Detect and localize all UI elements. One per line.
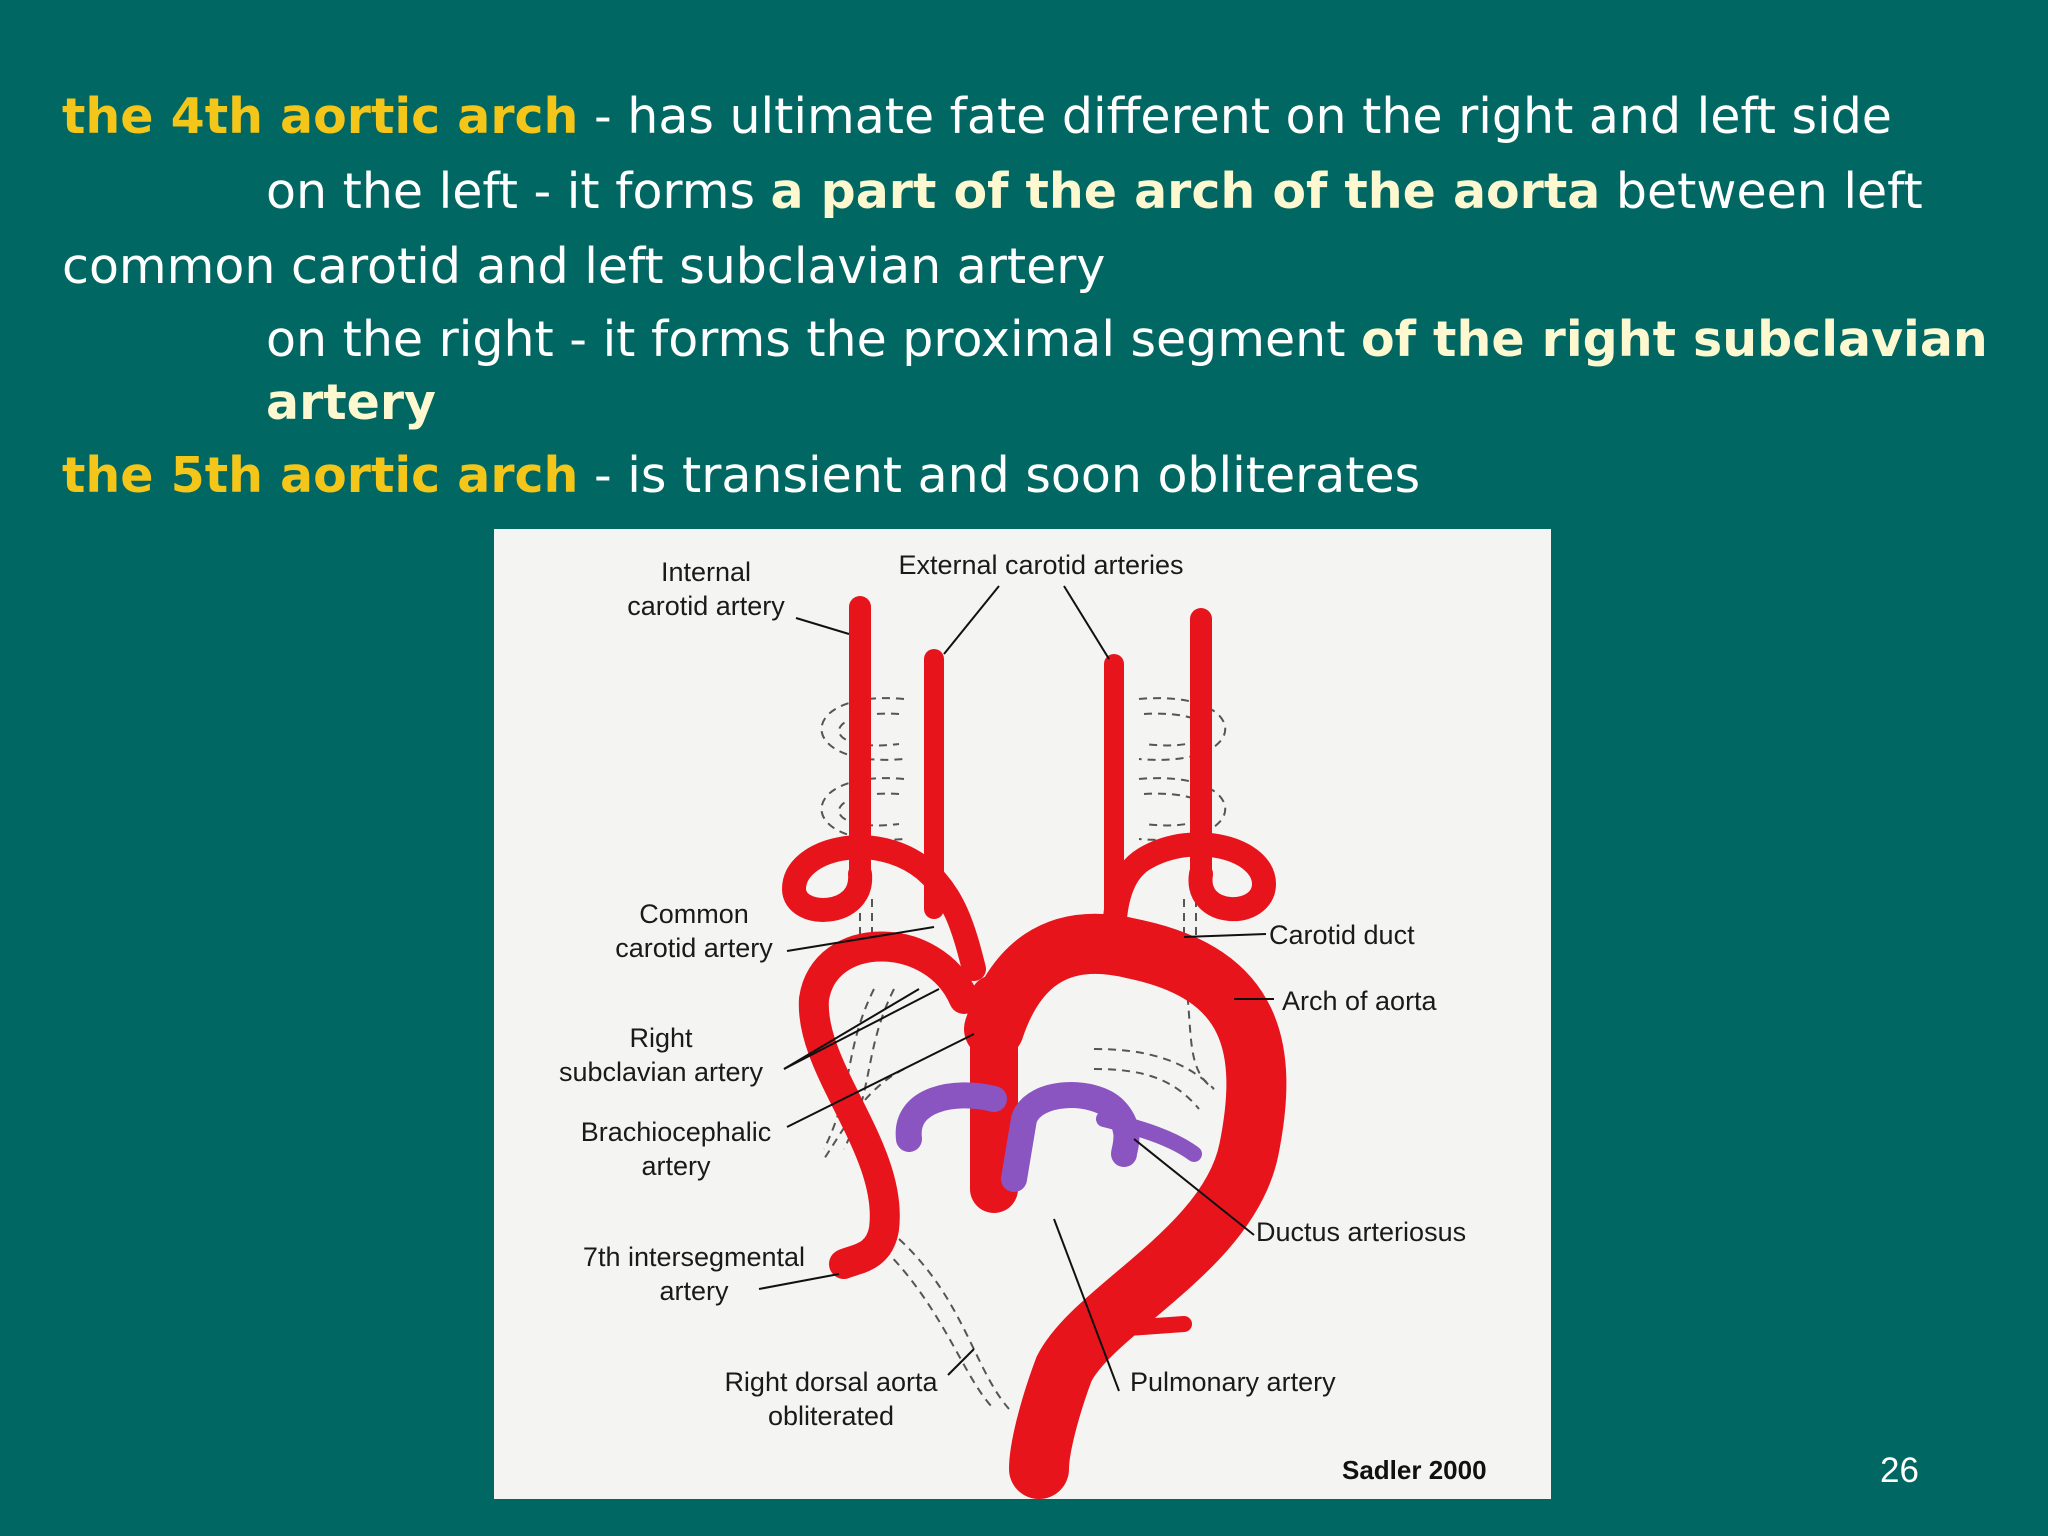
label-right-subclavian-1: Right: [629, 1023, 693, 1053]
label-arch-of-aorta: Arch of aorta: [1282, 986, 1438, 1016]
label-common-carotid-1: Common: [639, 899, 749, 929]
label-brachiocephalic-2: artery: [641, 1151, 711, 1181]
text-line-left-continued: common carotid and left subclavian arter…: [62, 238, 1106, 295]
text-right-bold: of the right subclavian: [1361, 311, 1988, 368]
text-4th-arch-desc: - has ultimate fate different on the rig…: [578, 88, 1892, 145]
aortic-arch-illustration: Internal carotid artery External carotid…: [559, 550, 1487, 1499]
text-right-pre: on the right - it forms the proximal seg…: [266, 311, 1362, 368]
text-line-left-side: on the left - it forms a part of the arc…: [266, 161, 1923, 223]
label-common-carotid-2: carotid artery: [615, 933, 773, 963]
label-right-dorsal-2: obliterated: [768, 1401, 894, 1431]
label-intersegmental-1: 7th intersegmental: [583, 1242, 805, 1272]
label-carotid-duct: Carotid duct: [1269, 920, 1415, 950]
label-intersegmental-2: artery: [659, 1276, 729, 1306]
figure-credit: Sadler 2000: [1342, 1455, 1487, 1485]
aortic-arch-diagram: Internal carotid artery External carotid…: [494, 529, 1551, 1499]
pulmonary-arteries: [895, 1082, 1202, 1192]
leader-lines: [758, 585, 1274, 1392]
text-line-4th-arch: the 4th aortic arch - has ultimate fate …: [62, 86, 1892, 148]
label-internal-carotid-1: Internal: [661, 557, 751, 587]
text-line-right-side: on the right - it forms the proximal seg…: [266, 309, 1988, 371]
text-left-pre: on the left - it forms: [266, 163, 771, 220]
text-line-right-continued: artery: [266, 374, 436, 431]
label-ductus-arteriosus: Ductus arteriosus: [1256, 1217, 1466, 1247]
label-right-dorsal-1: Right dorsal aorta: [724, 1367, 938, 1397]
arteries: [781, 596, 1287, 1499]
text-left-post: between left: [1600, 163, 1923, 220]
label-right-subclavian-2: subclavian artery: [559, 1057, 764, 1087]
label-brachiocephalic-1: Brachiocephalic: [581, 1117, 772, 1147]
label-external-carotid: External carotid arteries: [898, 550, 1183, 580]
label-internal-carotid-2: carotid artery: [627, 591, 785, 621]
text-line-5th-arch: the 5th aortic arch - is transient and s…: [62, 445, 1420, 507]
text-5th-arch-desc: - is transient and soon obliterates: [578, 447, 1421, 504]
label-pulmonary-artery: Pulmonary artery: [1130, 1367, 1336, 1397]
text-left-bold: a part of the arch of the aorta: [770, 163, 1601, 220]
page-number: 26: [1880, 1451, 1919, 1490]
heading-4th-aortic-arch: the 4th aortic arch: [62, 88, 579, 145]
heading-5th-aortic-arch: the 5th aortic arch: [62, 447, 579, 504]
